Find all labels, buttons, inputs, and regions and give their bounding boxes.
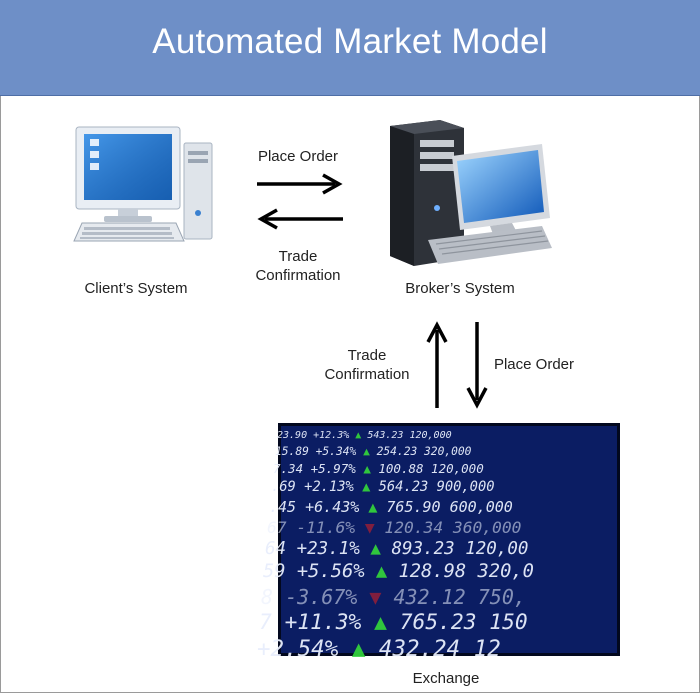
up-triangle-icon: ▲ bbox=[374, 610, 387, 635]
ticker-change: 59 +5.56% bbox=[263, 561, 376, 583]
stock-ticker-board-icon: 23.90 +12.3% ▲ 543.23 120,000 15.89 +5.34… bbox=[257, 423, 620, 662]
ticker-row: 67 -11.6% ▼ 120.34 360,000 bbox=[267, 518, 521, 537]
ticker-row: +2.54% ▲ 432.24 12 bbox=[257, 636, 501, 662]
ticker-change: 64 +23.1% bbox=[265, 538, 371, 559]
up-triangle-icon: ▲ bbox=[368, 497, 378, 516]
exchange-label: Exchange bbox=[412, 670, 480, 687]
ticker-change: 7 +11.3% bbox=[259, 610, 375, 635]
ticker-row: 23.90 +12.3% ▲ 543.23 120,000 bbox=[277, 430, 452, 441]
up-triangle-icon: ▲ bbox=[362, 478, 371, 495]
up-triangle-icon: ▲ bbox=[375, 561, 388, 583]
ticker-row: 8 -3.67% ▼ 432.12 750, bbox=[261, 585, 526, 609]
ticker-price: 564.23 900,000 bbox=[370, 478, 495, 495]
ticker-row: .69 +2.13% ▲ 564.23 900,000 bbox=[271, 479, 495, 495]
up-triangle-icon: ▲ bbox=[355, 430, 362, 441]
ticker-change: 15.89 +5.34% bbox=[275, 445, 364, 458]
down-triangle-icon: ▼ bbox=[364, 517, 375, 537]
trade-confirmation-arrow-up bbox=[426, 321, 448, 408]
up-triangle-icon: ▲ bbox=[363, 445, 370, 458]
ticker-price: 254.23 320,000 bbox=[369, 445, 472, 458]
ticker-row: 15.89 +5.34% ▲ 254.23 320,000 bbox=[275, 445, 471, 458]
ticker-price: 893.23 120,00 bbox=[380, 538, 529, 559]
server-computer-icon bbox=[390, 120, 552, 266]
up-triangle-icon: ▲ bbox=[370, 538, 381, 559]
ticker-change: 8 -3.67% bbox=[261, 585, 370, 609]
title-banner: Automated Market Model bbox=[0, 0, 700, 96]
down-triangle-icon: ▼ bbox=[369, 585, 382, 609]
ticker-row: 7.34 +5.97% ▲ 100.88 120,000 bbox=[273, 461, 484, 476]
ticker-price: 432.24 12 bbox=[365, 636, 501, 663]
place-order-label-side: Place Order bbox=[493, 356, 575, 373]
ticker-change: 7.34 +5.97% bbox=[273, 461, 364, 477]
up-triangle-icon: ▲ bbox=[351, 636, 366, 663]
place-order-arrow-right bbox=[257, 173, 343, 195]
ticker-change: 23.90 +12.3% bbox=[277, 430, 356, 441]
ticker-change: .69 +2.13% bbox=[271, 478, 363, 495]
ticker-price: 765.90 600,000 bbox=[377, 497, 513, 516]
ticker-change: .45 +6.43% bbox=[269, 497, 369, 516]
ticker-change: 67 -11.6% bbox=[267, 517, 365, 537]
ticker-price: 543.23 120,000 bbox=[361, 430, 452, 441]
broker-system-label: Broker’s System bbox=[405, 280, 515, 297]
ticker-price: 128.98 320,0 bbox=[387, 561, 534, 583]
trade-confirmation-line1: Trade bbox=[278, 248, 318, 265]
client-system-label: Client’s System bbox=[84, 280, 188, 297]
ticker-price: 120.34 360,000 bbox=[374, 517, 522, 537]
trade-confirmation-label-side: Trade Confirmation bbox=[300, 346, 434, 384]
trade-confirmation-line2: Confirmation bbox=[255, 267, 341, 284]
place-order-label-top: Place Order bbox=[257, 148, 339, 165]
trade-confirmation-arrow-left bbox=[257, 208, 343, 230]
trade-confirmation-side-line2: Confirmation bbox=[324, 366, 410, 383]
place-order-arrow-down bbox=[466, 322, 488, 409]
ticker-price: 432.12 750, bbox=[381, 585, 526, 609]
ticker-price: 765.23 150 bbox=[386, 610, 528, 635]
desktop-computer-icon bbox=[73, 126, 213, 242]
trade-confirmation-side-line1: Trade bbox=[347, 347, 387, 364]
ticker-row: .45 +6.43% ▲ 765.90 600,000 bbox=[269, 498, 513, 516]
ticker-row: 7 +11.3% ▲ 765.23 150 bbox=[259, 610, 528, 635]
page-title: Automated Market Model bbox=[152, 22, 548, 61]
ticker-row: 64 +23.1% ▲ 893.23 120,00 bbox=[265, 539, 528, 559]
ticker-price: 100.88 120,000 bbox=[370, 461, 484, 477]
ticker-row: 59 +5.56% ▲ 128.98 320,0 bbox=[263, 561, 534, 582]
trade-confirmation-label-top: Trade Confirmation bbox=[228, 247, 368, 285]
up-triangle-icon: ▲ bbox=[363, 461, 371, 477]
ticker-change: +2.54% bbox=[257, 636, 352, 663]
